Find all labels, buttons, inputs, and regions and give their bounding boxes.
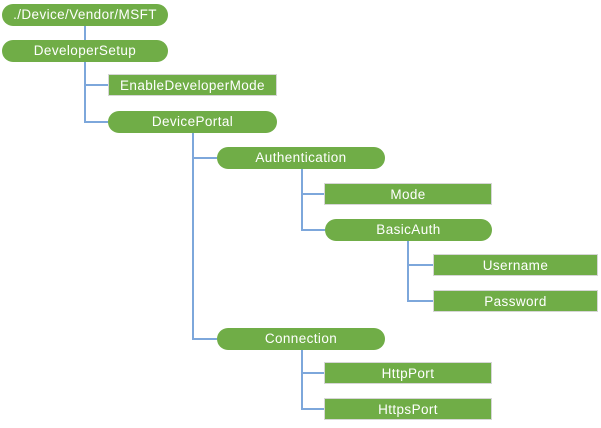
node-enabledevelopermode: EnableDeveloperMode: [108, 74, 277, 96]
node-root-path: ./Device/Vendor/MSFT: [2, 4, 168, 26]
node-username: Username: [433, 254, 598, 276]
node-developersetup: DeveloperSetup: [2, 40, 168, 62]
connector-deviceportal-trunk: [192, 133, 194, 339]
connector-branch-httpport: [301, 372, 324, 374]
connector-branch-authentication: [192, 157, 217, 159]
connector-branch-httpsport: [301, 408, 324, 410]
connector-branch-enabledevelopermode: [84, 84, 108, 86]
connector-branch-mode: [301, 193, 324, 195]
connector-branch-password: [407, 300, 433, 302]
connector-branch-connection: [192, 338, 217, 340]
connector-authentication-trunk: [301, 169, 303, 231]
node-basicauth: BasicAuth: [325, 219, 492, 241]
node-connection: Connection: [217, 328, 385, 350]
connector-branch-basicauth: [301, 229, 325, 231]
node-password: Password: [433, 290, 598, 312]
connector-connection-trunk: [301, 350, 303, 410]
connector-developersetup-trunk: [84, 62, 86, 122]
node-mode: Mode: [324, 183, 492, 205]
connector-basicauth-trunk: [407, 241, 409, 302]
connector-branch-username: [407, 264, 433, 266]
node-authentication: Authentication: [217, 147, 385, 169]
node-httpsport: HttpsPort: [324, 398, 492, 420]
connector-branch-deviceportal: [84, 121, 108, 123]
node-httpport: HttpPort: [324, 362, 492, 384]
node-deviceportal: DevicePortal: [108, 111, 277, 133]
connector-root-to-developersetup: [84, 26, 86, 40]
